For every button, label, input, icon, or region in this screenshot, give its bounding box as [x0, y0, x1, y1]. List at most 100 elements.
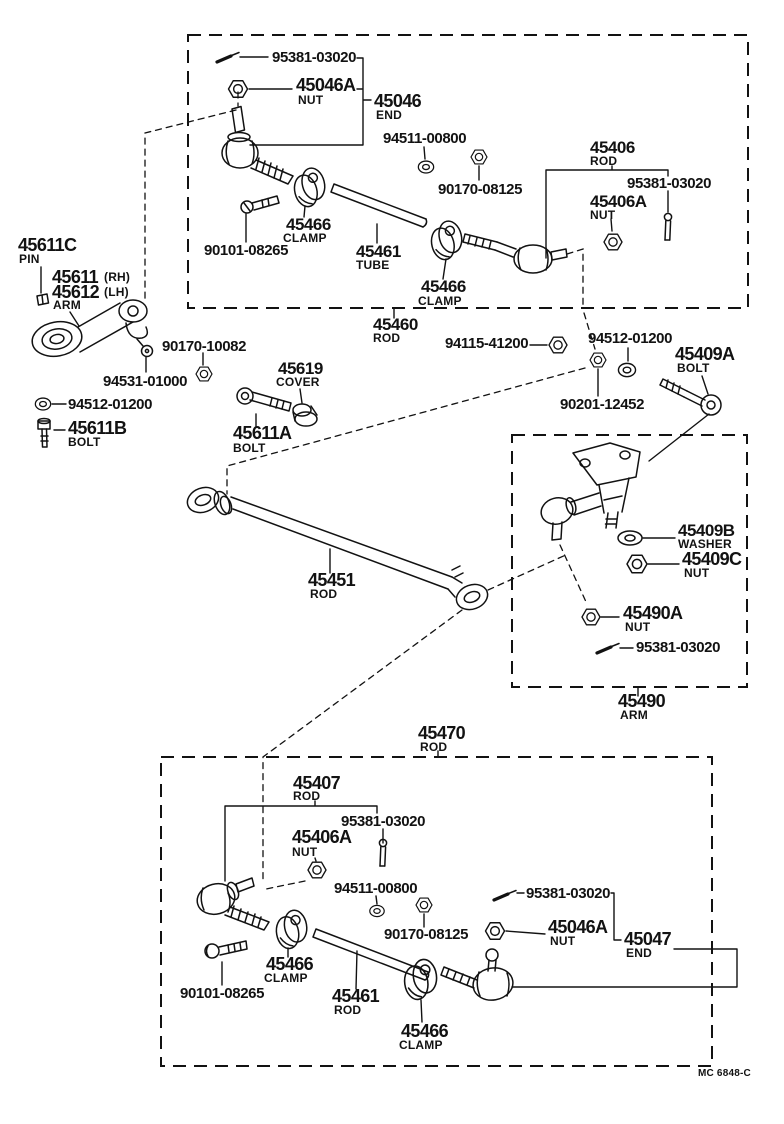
part-desc-label: BOLT — [233, 441, 266, 455]
part-number-label: 95381-03020 — [627, 175, 711, 192]
part-desc-label: COVER — [276, 375, 320, 389]
leader-line — [701, 375, 709, 395]
part-desc-label: END — [626, 946, 652, 960]
part-number-label: 90101-08265 — [180, 985, 264, 1002]
part-number-label: 45046 — [374, 91, 422, 111]
nut-icon — [195, 366, 213, 382]
tie-rod-end-icon — [221, 105, 294, 185]
leader-line — [355, 950, 358, 990]
clamp-bolt-icon — [240, 195, 280, 214]
clamp-icon — [289, 164, 330, 210]
part-desc-label: NUT — [590, 208, 616, 222]
part-desc-label: CLAMP — [418, 294, 462, 308]
part-desc-label: ROD — [420, 740, 447, 754]
nut-icon — [307, 861, 327, 879]
part-desc-label: NUT — [550, 934, 576, 948]
part-number-label: 45466 — [421, 277, 466, 296]
part-qualifier-label: (RH) — [104, 270, 130, 284]
part-number-label: 95381-03020 — [272, 49, 356, 66]
leader-line — [299, 388, 303, 404]
part-desc-label: ARM — [620, 708, 648, 722]
part-number-label: 45490A — [623, 603, 683, 623]
cotter-pin-icon — [663, 212, 673, 241]
leader-line — [69, 311, 80, 327]
part-number-label: 94511-00800 — [334, 880, 417, 897]
leader-line — [314, 857, 317, 862]
screw-icon — [136, 338, 154, 358]
nut-icon — [626, 554, 648, 574]
part-desc-label: BOLT — [68, 435, 101, 449]
clamp-icon — [272, 907, 311, 952]
part-number-label: 45406A — [590, 192, 647, 211]
part-number-label: 45046A — [548, 917, 608, 937]
part-number-label: 95381-03020 — [526, 885, 610, 902]
part-number-label: 45466 — [401, 1021, 449, 1041]
tie-rod-end-icon — [196, 877, 270, 931]
nut-icon — [589, 352, 607, 368]
part-desc-label: END — [376, 108, 402, 122]
clamp-bolt-icon — [204, 940, 248, 959]
part-desc-label: BOLT — [677, 361, 710, 375]
leader-line — [420, 999, 423, 1023]
nut-icon — [470, 149, 488, 165]
part-desc-label: ARM — [53, 298, 81, 312]
part-number-label: 95381-03020 — [636, 639, 720, 656]
leader-line — [303, 205, 306, 218]
part-desc-label: CLAMP — [283, 231, 327, 245]
part-number-label: 45612 — [52, 282, 100, 302]
bracket-line — [249, 57, 372, 146]
part-desc-label: NUT — [684, 566, 710, 580]
part-number-label: 45611 — [52, 267, 99, 287]
part-number-label: 45470 — [418, 723, 466, 743]
bracket-line — [224, 800, 378, 882]
part-desc-label: TUBE — [356, 258, 389, 272]
washer-icon — [369, 904, 385, 918]
part-number-label: 45047 — [624, 929, 672, 949]
nut-icon — [548, 336, 568, 354]
leader-line — [610, 218, 613, 232]
cotter-pin-icon — [595, 641, 621, 655]
part-desc-label: NUT — [625, 620, 651, 634]
part-desc-label: ROD — [334, 1003, 361, 1017]
idler-arm-icon — [540, 442, 641, 541]
nut-icon — [603, 233, 623, 251]
labels: 95381-03020 45046A NUT 45046 END 94511-0… — [18, 49, 751, 1079]
part-number-label: 90201-12452 — [560, 396, 644, 413]
top-box-parts — [215, 50, 673, 319]
part-number-label: 45461 — [356, 242, 401, 261]
part-number-label: 90170-08125 — [384, 926, 468, 943]
relay-rod-icon — [186, 486, 489, 611]
part-number-label: 45619 — [278, 359, 323, 378]
bottom-box-parts — [196, 750, 738, 1023]
leader-line — [505, 930, 546, 935]
part-desc-label: NUT — [292, 845, 318, 859]
part-number-label: 45460 — [373, 315, 418, 334]
part-number-label: 95381-03020 — [341, 813, 425, 830]
bottom-assembly-box — [160, 756, 713, 1067]
part-number-label: 45046A — [296, 75, 356, 95]
part-qualifier-label: (LH) — [104, 285, 129, 299]
cotter-pin-icon — [492, 888, 518, 902]
part-number-label: 45409C — [682, 549, 742, 569]
nut-icon — [415, 897, 433, 913]
part-number-label: 94512-01200 — [68, 396, 152, 413]
bolt-icon — [659, 378, 722, 416]
part-number-label: 45407 — [293, 773, 341, 793]
washer-icon — [617, 362, 637, 378]
castle-nut-icon — [484, 922, 506, 940]
construction-lines — [144, 91, 596, 890]
part-desc-label: NUT — [298, 93, 324, 107]
idler-box-parts — [540, 442, 680, 697]
washer-icon — [417, 160, 435, 174]
washer-icon — [34, 397, 52, 411]
tie-rod-end-icon — [462, 233, 568, 274]
part-number-label: 45451 — [308, 570, 356, 590]
nut-icon — [581, 608, 601, 626]
part-number-label: 45466 — [286, 215, 331, 234]
part-desc-label: ROD — [293, 789, 320, 803]
part-number-label: 94115-41200 — [445, 335, 528, 352]
part-number-label: 45461 — [332, 986, 380, 1006]
part-number-label: 90170-08125 — [438, 181, 522, 198]
part-desc-label: ROD — [310, 587, 337, 601]
